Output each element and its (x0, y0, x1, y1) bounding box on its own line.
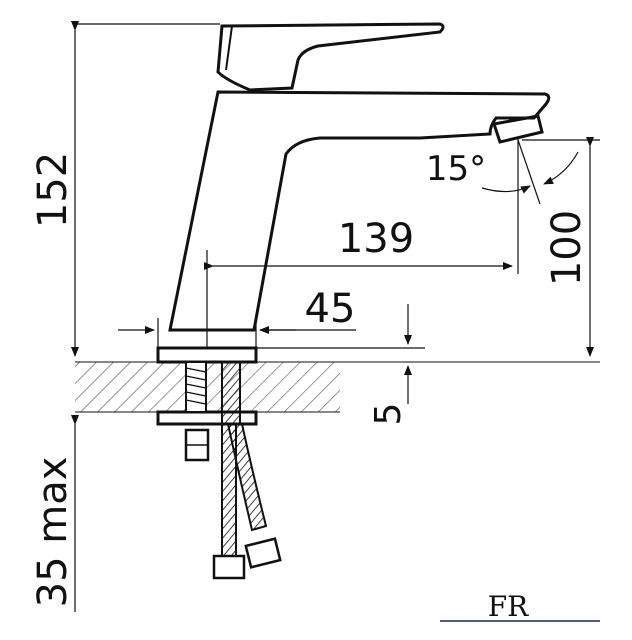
mounting-assembly (156, 361, 282, 580)
label-body-width: 45 (305, 286, 356, 332)
base-plate (156, 346, 258, 364)
dimension-lines (71, 21, 600, 612)
countertop (75, 361, 600, 413)
brand-logo: FR (440, 590, 600, 623)
brand-logo-text: FR (488, 590, 529, 623)
label-deck-offset: 5 (368, 403, 409, 426)
label-mount-max: 35 max (30, 457, 76, 608)
label-total-height: 152 (30, 152, 76, 228)
lever-handle (216, 22, 445, 92)
aerator (492, 114, 544, 144)
label-spout-angle: 15° (426, 149, 486, 189)
label-spout-reach: 139 (338, 216, 414, 262)
label-spout-height: 100 (544, 210, 590, 286)
spout (168, 90, 551, 332)
faucet-body (156, 22, 551, 364)
